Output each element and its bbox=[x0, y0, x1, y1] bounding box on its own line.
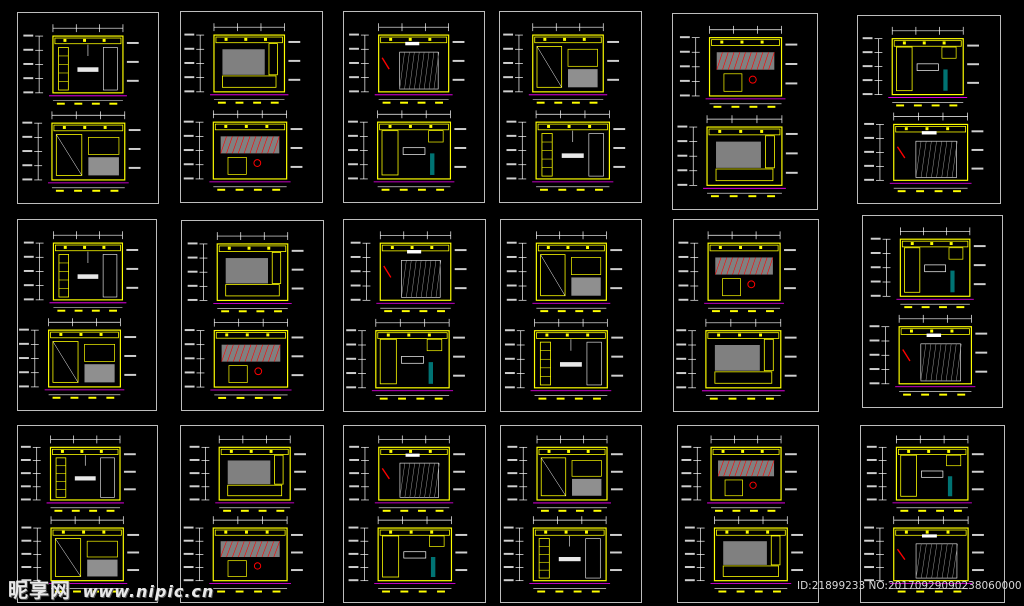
elevation-drawings bbox=[183, 23, 303, 191]
drawing-sheet bbox=[343, 219, 486, 412]
watermark-site-name: 昵享网 bbox=[8, 578, 71, 602]
elevation-drawings bbox=[681, 435, 804, 593]
watermark-logo: 昵享网 www.nipic.cn bbox=[8, 574, 214, 603]
elevation-drawings bbox=[346, 231, 467, 400]
elevation-drawings bbox=[503, 23, 626, 191]
watermark-id: ID:21899233 NO:20170929090238060000 bbox=[797, 580, 1022, 592]
drawing-sheet bbox=[17, 12, 159, 204]
elevation-drawings bbox=[676, 231, 797, 400]
elevation-drawings bbox=[503, 435, 623, 593]
drawing-sheet bbox=[862, 215, 1003, 408]
drawing-sheet bbox=[499, 11, 642, 203]
elevation-drawings bbox=[19, 231, 139, 399]
drawing-sheet bbox=[17, 219, 157, 411]
drawing-sheet bbox=[500, 425, 642, 603]
drawing-sheet bbox=[860, 425, 1005, 603]
drawing-sheet bbox=[343, 425, 486, 603]
drawing-sheet bbox=[677, 425, 819, 603]
drawing-sheet bbox=[672, 13, 818, 210]
drawing-sheet bbox=[500, 219, 642, 412]
drawing-sheet bbox=[181, 220, 324, 411]
drawing-sheet bbox=[180, 425, 324, 603]
elevation-drawings bbox=[348, 435, 468, 593]
elevation-drawings bbox=[869, 227, 988, 396]
drawing-sheet bbox=[343, 11, 485, 203]
elevation-drawings bbox=[184, 232, 304, 399]
drawing-sheet bbox=[857, 15, 1001, 204]
elevation-drawings bbox=[677, 25, 798, 198]
elevation-drawings bbox=[504, 231, 624, 400]
elevation-drawings bbox=[862, 26, 984, 193]
elevation-drawings bbox=[348, 23, 467, 191]
drawing-sheet bbox=[180, 11, 323, 203]
drawing-sheet bbox=[673, 219, 819, 412]
elevation-drawings bbox=[864, 435, 984, 593]
elevation-drawings bbox=[20, 435, 140, 593]
elevation-drawings bbox=[183, 435, 306, 593]
elevation-drawings bbox=[22, 24, 141, 192]
drawing-sheet bbox=[17, 425, 158, 603]
watermark-url: www.nipic.cn bbox=[82, 582, 215, 601]
